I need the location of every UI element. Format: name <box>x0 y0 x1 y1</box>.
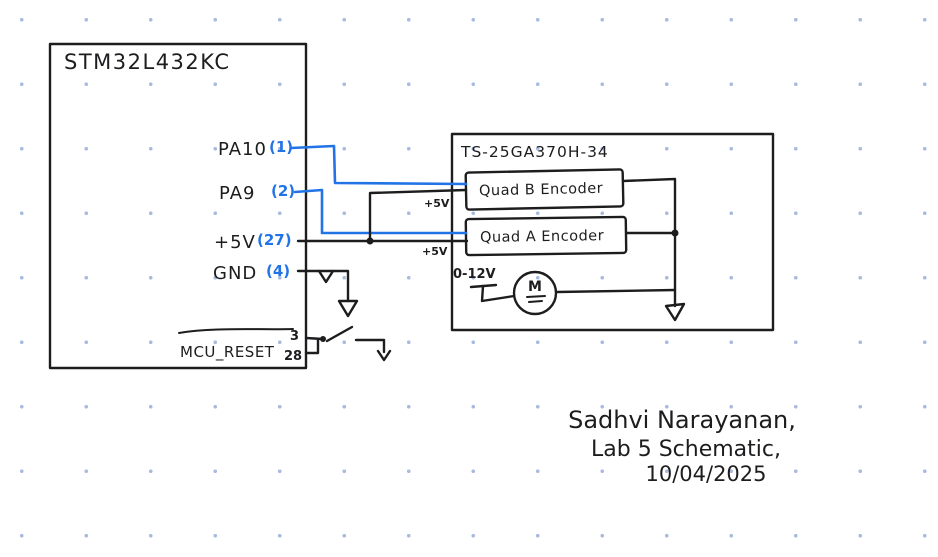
mcu-block: STM32L432KC PA10 (1) PA9 (2) +5V (27) GN… <box>48 42 308 370</box>
ground-arrow-icon <box>317 269 335 284</box>
voltage-terminal-wire <box>480 284 516 303</box>
junction-dot-reset <box>320 336 326 342</box>
mcu-reset-pin-28: 28 <box>284 349 302 364</box>
encoder-a-box <box>464 215 628 257</box>
reset-switch-circuit <box>304 325 392 362</box>
mcu-pin-5v-label: +5V <box>214 232 256 253</box>
mcu-pin-gnd-label: GND <box>213 263 257 284</box>
mcu-pin-5v-number: (27) <box>257 231 292 249</box>
supply-wires: +5V +5V <box>296 188 469 258</box>
junction-dot-5v <box>366 237 374 245</box>
mcu-title: STM32L432KC <box>64 50 231 74</box>
module-ground-bus <box>555 177 686 322</box>
switch-ground-arrow-icon <box>376 349 392 362</box>
signature-title: Lab 5 Schematic, <box>591 437 781 462</box>
wire-pa10-to-encoder-b <box>289 144 468 186</box>
wire-encoder-b-return <box>621 177 677 235</box>
mcu-reset-overline <box>178 328 294 334</box>
signature-name: Sadhvi Narayanan, <box>568 406 796 434</box>
wire-gnd <box>296 269 350 303</box>
signature-date: 10/04/2025 <box>645 462 766 486</box>
wire-pa9-to-encoder-a <box>293 188 468 235</box>
wire-reset-pin28 <box>304 337 320 355</box>
mcu-reset-pin-3: 3 <box>290 329 299 344</box>
motor-underline-1 <box>526 295 546 298</box>
reset-switch-blade <box>325 325 354 343</box>
motor-symbol-label: M <box>528 279 542 295</box>
wire-5v-branch-up <box>368 188 468 243</box>
ground-triangle-icon <box>337 299 359 318</box>
mcu-pin-pa9-number: (2) <box>271 182 295 200</box>
mcu-pin-pa10-number: (1) <box>269 138 293 156</box>
motor-module-title: TS-25GA370H-34 <box>460 143 609 161</box>
encoder-a-label: Quad A Encoder <box>480 228 604 246</box>
signature-block: Sadhvi Narayanan, Lab 5 Schematic, 10/04… <box>568 406 796 486</box>
wire-switch-to-ground <box>354 338 386 354</box>
bus-ground-triangle-icon <box>664 302 686 322</box>
encoder-b-label: Quad B Encoder <box>479 181 603 200</box>
signal-wires <box>289 144 468 235</box>
mcu-pin-gnd-number: (4) <box>266 262 290 280</box>
motor-voltage-label: 0-12V <box>453 267 496 282</box>
supply-label-top: +5V <box>424 197 450 210</box>
mcu-reset-label: MCU_RESET <box>180 343 275 362</box>
mcu-box-outline <box>48 42 308 370</box>
motor-circle <box>512 270 558 316</box>
supply-label-bottom: +5V <box>422 245 448 258</box>
wire-motor-return <box>555 288 677 294</box>
mcu-pin-pa9-label: PA9 <box>219 183 255 204</box>
mcu-pin-pa10-label: PA10 <box>218 139 267 160</box>
motor-module-block: TS-25GA370H-34 Quad B Encoder Quad A Enc… <box>450 132 775 332</box>
ground-wires <box>296 269 359 318</box>
motor-underline-2 <box>528 300 543 303</box>
